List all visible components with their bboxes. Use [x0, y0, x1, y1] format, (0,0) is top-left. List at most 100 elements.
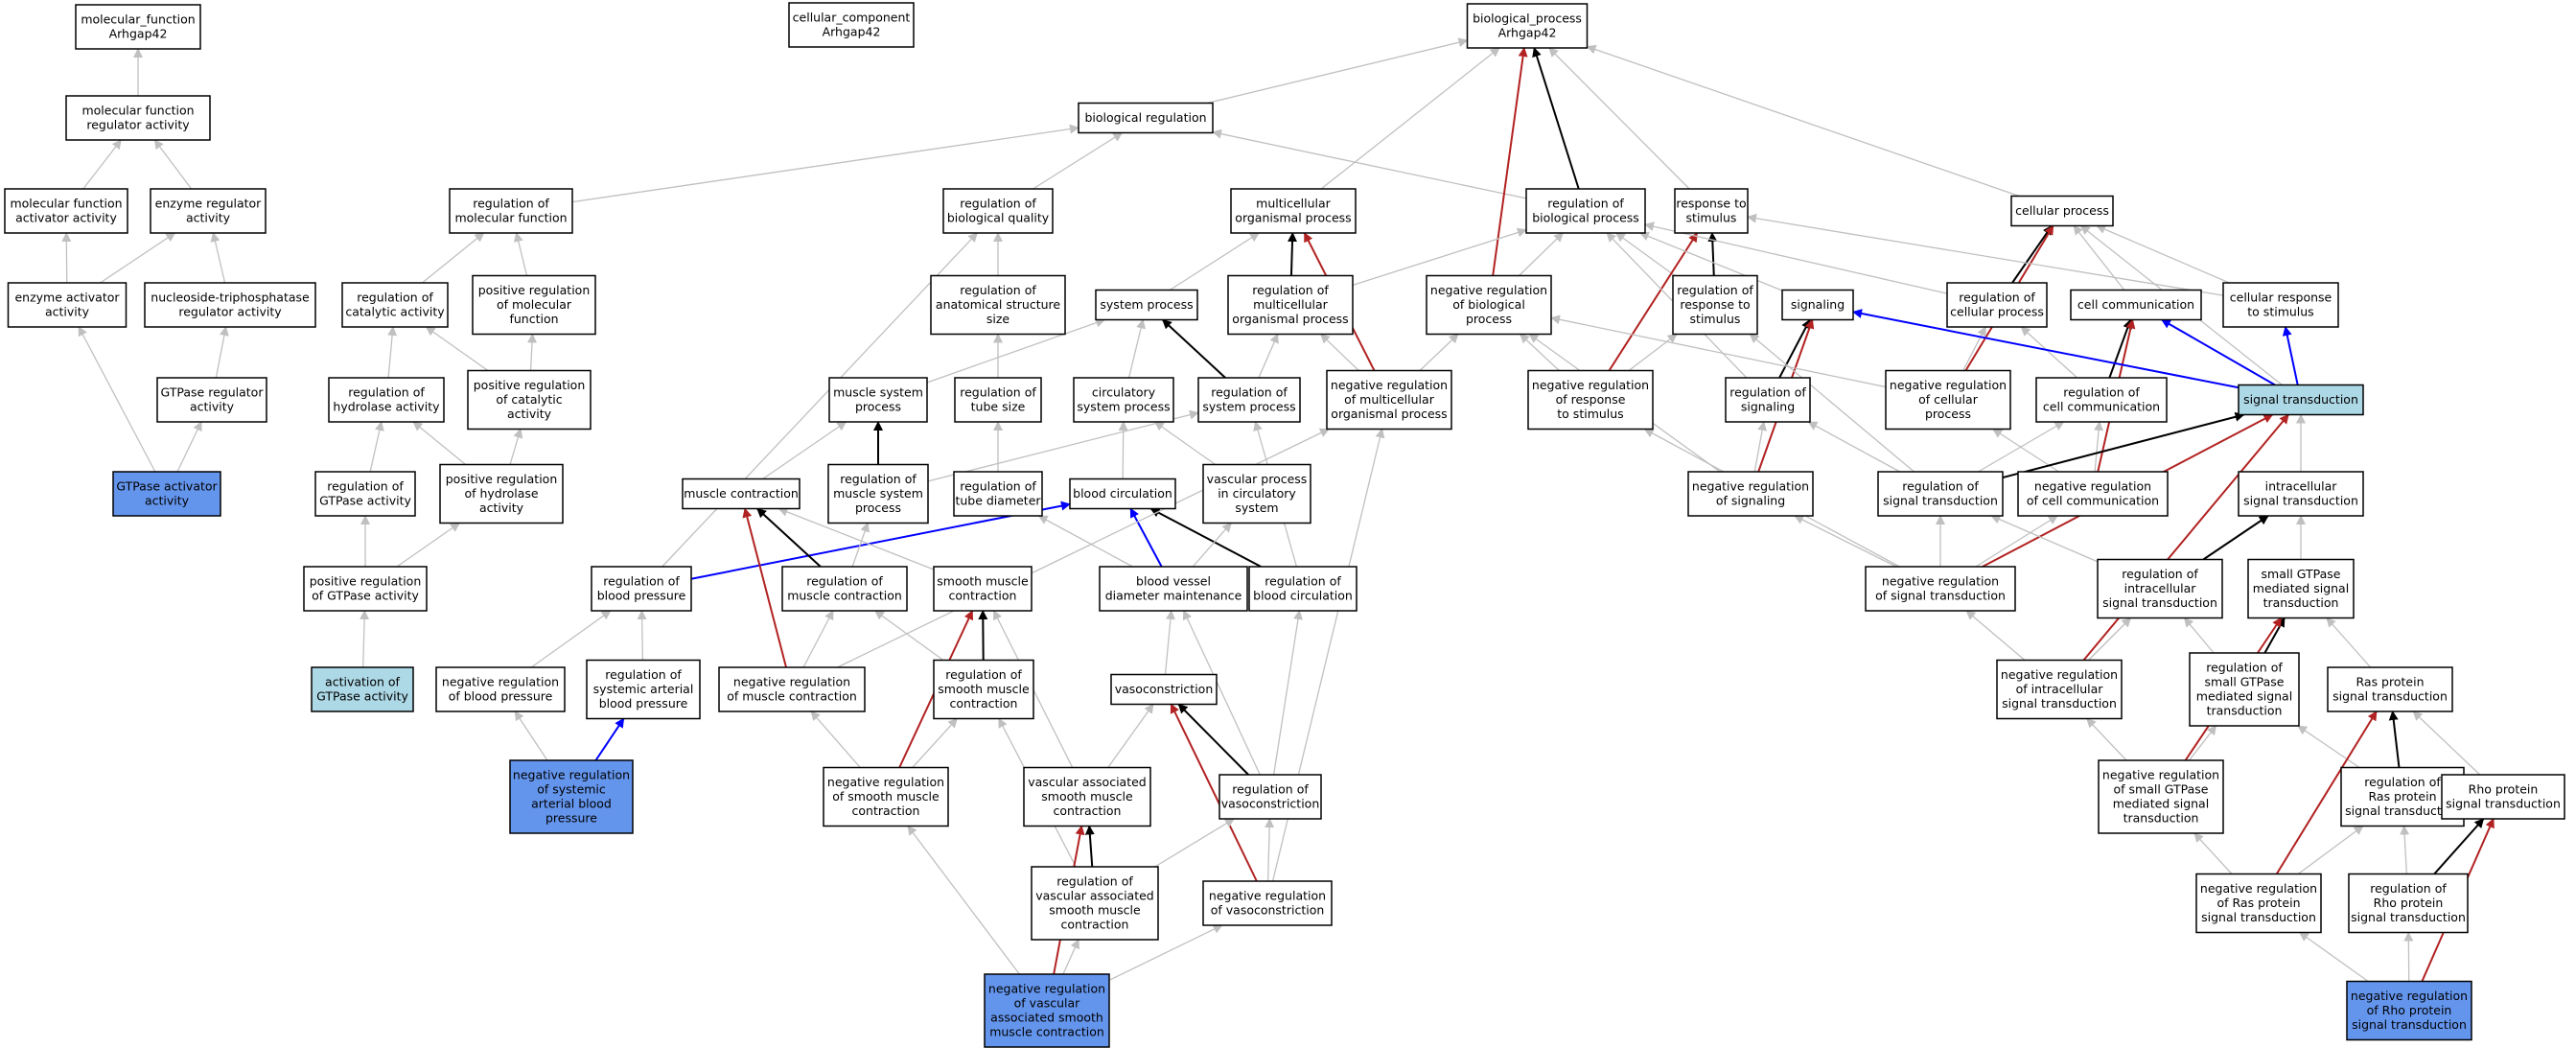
edge-is-a [1037, 515, 1133, 568]
node-label-line: positive regulation [474, 378, 586, 392]
go-term-node-signaling[interactable]: signaling [1781, 289, 1854, 321]
node-label-line: of smooth muscle [832, 789, 940, 803]
edge-is-a [1978, 421, 2065, 473]
go-term-node-cell-comm[interactable]: cell communication [2070, 289, 2202, 321]
go-term-node-system-proc[interactable]: system process [1095, 289, 1198, 321]
edge-is-a [210, 232, 226, 284]
edge-is-a [2193, 832, 2233, 874]
go-term-node-bio-reg[interactable]: biological regulation [1078, 102, 1214, 134]
node-box [930, 274, 1066, 336]
go-term-node-muscle-contr[interactable]: muscle contraction [682, 477, 801, 510]
node-label-line: smooth muscle [937, 574, 1029, 589]
node-label-line: size [986, 312, 1010, 326]
node-label-line: cellular process [2015, 203, 2109, 218]
go-term-node-cell-proc[interactable]: cellular process [2010, 195, 2114, 227]
node-label-line: of vasoconstriction [1211, 903, 1325, 918]
edge-regulates [2282, 326, 2299, 385]
edge-negatively-regulates [2275, 710, 2378, 875]
node-box [65, 95, 211, 141]
node-box [2189, 652, 2300, 727]
go-term-node-vasoconstriction[interactable]: vasoconstriction [1110, 673, 1218, 706]
go-term-node-signal-trans[interactable]: signal transduction [2238, 384, 2364, 416]
node-label-line: regulation of [2122, 567, 2198, 581]
go-term-node-blood-circ[interactable]: blood circulation [1069, 477, 1176, 510]
node-label-line: mediated signal [2253, 581, 2349, 595]
node-box [2070, 289, 2202, 321]
node-label-line: of vascular [1014, 996, 1081, 1011]
